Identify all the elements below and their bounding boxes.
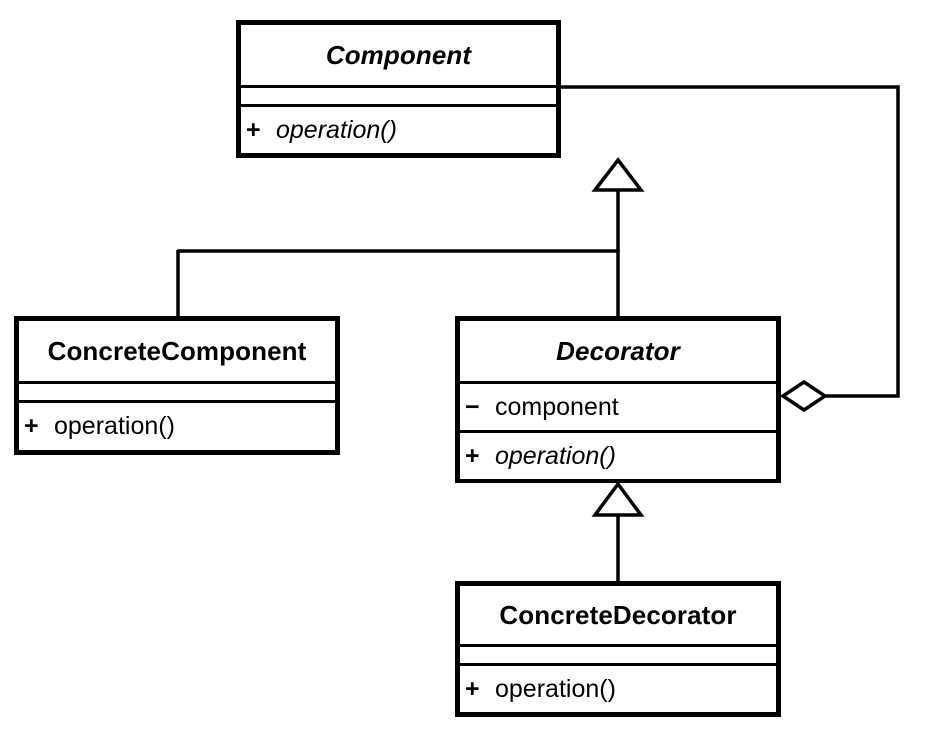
method-name: operation()	[54, 412, 175, 440]
class-title-compartment: ConcreteComponent	[19, 321, 335, 381]
class-name-decorator: Decorator	[556, 335, 680, 366]
class-name-concrete-component: ConcreteComponent	[47, 335, 307, 366]
method-visibility: +	[465, 674, 480, 703]
class-title-compartment: Decorator	[460, 321, 776, 381]
class-attributes-compartment: − component	[460, 381, 776, 430]
class-box-decorator[interactable]: Decorator − component + operation()	[455, 316, 781, 483]
class-name-concrete-decorator: ConcreteDecorator	[499, 599, 737, 630]
class-methods-compartment: + operation()	[241, 104, 556, 153]
class-title-compartment: Component	[241, 25, 556, 85]
method-visibility: +	[246, 115, 261, 144]
hollow-triangle-icon	[591, 157, 645, 192]
hollow-diamond-icon	[779, 379, 829, 413]
method-visibility: +	[24, 412, 39, 440]
class-name-component: Component	[325, 39, 472, 70]
method-name: operation()	[276, 115, 397, 144]
class-box-concrete-component[interactable]: ConcreteComponent + operation()	[14, 316, 340, 455]
method-row: + operation()	[460, 675, 776, 704]
class-attributes-compartment	[19, 381, 335, 400]
method-name: operation()	[495, 674, 616, 703]
method-name: operation()	[495, 441, 616, 470]
class-attributes-compartment	[241, 85, 556, 104]
class-methods-compartment: + operation()	[460, 430, 776, 479]
generalization-edge-to-component	[176, 157, 645, 316]
method-row: + operation()	[460, 442, 776, 471]
class-title-compartment: ConcreteDecorator	[460, 586, 776, 644]
class-box-concrete-decorator[interactable]: ConcreteDecorator + operation()	[455, 581, 781, 717]
aggregation-edge-decorator-component	[560, 85, 900, 413]
attribute-row: − component	[460, 393, 776, 422]
method-row: + operation()	[19, 412, 335, 441]
generalization-edge-to-decorator	[591, 481, 645, 581]
class-attributes-compartment	[460, 644, 776, 663]
method-row: + operation()	[241, 116, 556, 145]
attribute-visibility: −	[465, 392, 480, 421]
class-methods-compartment: + operation()	[19, 400, 335, 450]
attribute-name: component	[495, 392, 619, 421]
class-box-component[interactable]: Component + operation()	[236, 20, 561, 158]
aggregation-route	[560, 85, 900, 398]
hollow-triangle-icon	[591, 481, 645, 517]
method-visibility: +	[465, 441, 480, 470]
class-methods-compartment: + operation()	[460, 663, 776, 712]
